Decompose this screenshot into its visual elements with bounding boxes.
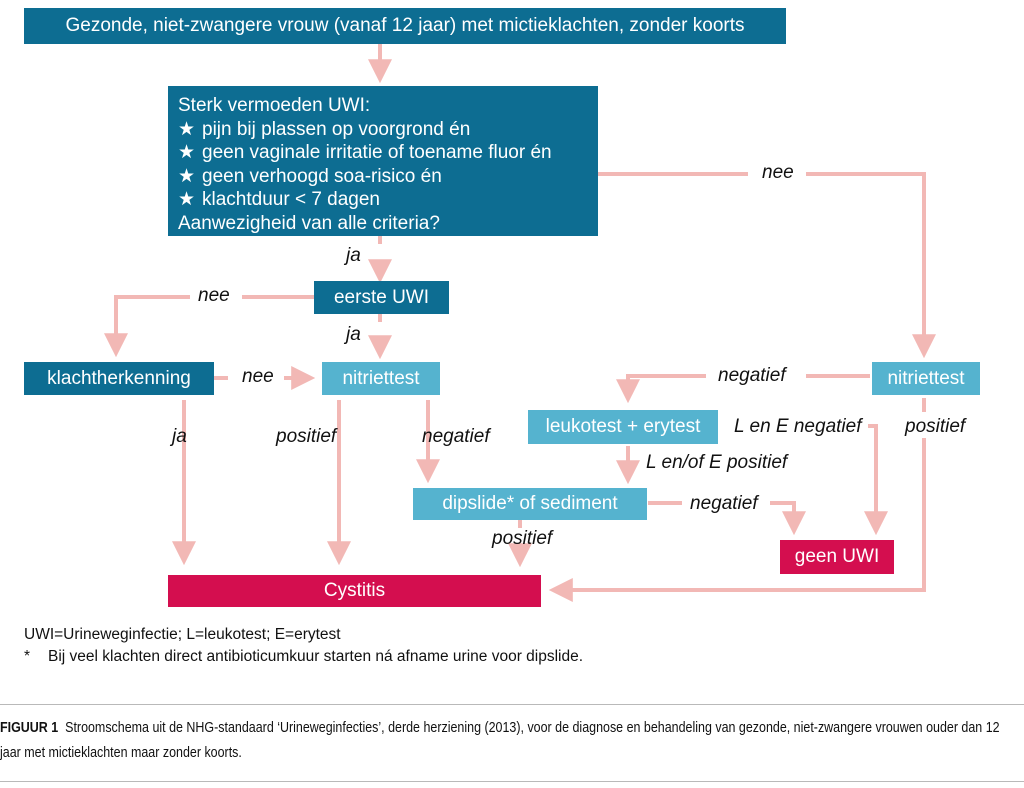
criteria-item: ★pijn bij plassen op voorgrond én [178, 118, 471, 140]
label-criteria-nee: nee [762, 162, 794, 183]
label-nitriet-right-positief: positief [905, 416, 966, 437]
label-eerste-ja: ja [346, 324, 361, 345]
criteria-question: Aanwezigheid van alle criteria? [178, 212, 440, 234]
label-dipslide-positief: positief [492, 528, 553, 549]
leukotest-erytest-box: leukotest + erytest [528, 410, 718, 444]
dipslide-sediment-box: dipslide* of sediment [413, 488, 647, 520]
star-icon: ★ [178, 165, 196, 187]
star-icon: ★ [178, 189, 196, 210]
label-nitriet-left-positief: positief [276, 426, 337, 447]
start-box: Gezonde, niet-zwangere vrouw (vanaf 12 j… [24, 8, 786, 44]
label-leuko-positief: L en/of E positief [646, 452, 788, 473]
caption-label: FIGUUR 1 [0, 720, 59, 736]
legend-abbreviations: UWI=Urineweginfectie; L=leukotest; E=ery… [24, 626, 341, 643]
figure-caption: FIGUUR 1 Stroomschema uit de NHG-standaa… [0, 716, 1006, 766]
eerste-uwi-box: eerste UWI [314, 281, 449, 314]
label-eerste-nee: nee [198, 285, 230, 306]
geen-uwi-box: geen UWI [780, 540, 894, 574]
criteria-item: ★klachtduur < 7 dagen [178, 189, 380, 210]
star-icon: ★ [178, 142, 196, 163]
label-nitriet-right-negatief: negatief [718, 365, 786, 386]
label-criteria-ja: ja [346, 245, 361, 266]
label-leuko-negatief: L en E negatief [734, 416, 862, 437]
cystitis-box: Cystitis [168, 575, 541, 607]
label-dipslide-negatief: negatief [690, 493, 758, 514]
star-icon: ★ [178, 118, 196, 140]
label-klacht-ja: ja [172, 426, 187, 447]
legend-footnote: * Bij veel klachten direct antibioticumku… [24, 648, 583, 666]
footnote-marker: * [24, 648, 31, 665]
criteria-box: Sterk vermoeden UWI: ★pijn bij plassen o… [168, 86, 598, 236]
label-klacht-nee: nee [242, 366, 274, 387]
criteria-title: Sterk vermoeden UWI: [178, 95, 371, 116]
arrow-leuko-negatief [864, 424, 888, 536]
caption-rule-top [0, 704, 1024, 705]
criteria-item: ★geen vaginale irritatie of toename fluo… [178, 142, 552, 163]
nitriettest-right-box: nitriettest [872, 362, 980, 395]
criteria-item: ★geen verhoogd soa-risico én [178, 165, 442, 187]
caption-rule-bottom [0, 781, 1024, 782]
nitriettest-left-box: nitriettest [322, 362, 440, 395]
klachtherkenning-box: klachtherkenning [24, 362, 214, 395]
footnote-text: Bij veel klachten direct antibioticumkuu… [48, 648, 584, 665]
caption-text: Stroomschema uit de NHG-standaard ‘Urine… [0, 720, 1000, 761]
label-nitriet-left-negatief: negatief [422, 426, 490, 447]
